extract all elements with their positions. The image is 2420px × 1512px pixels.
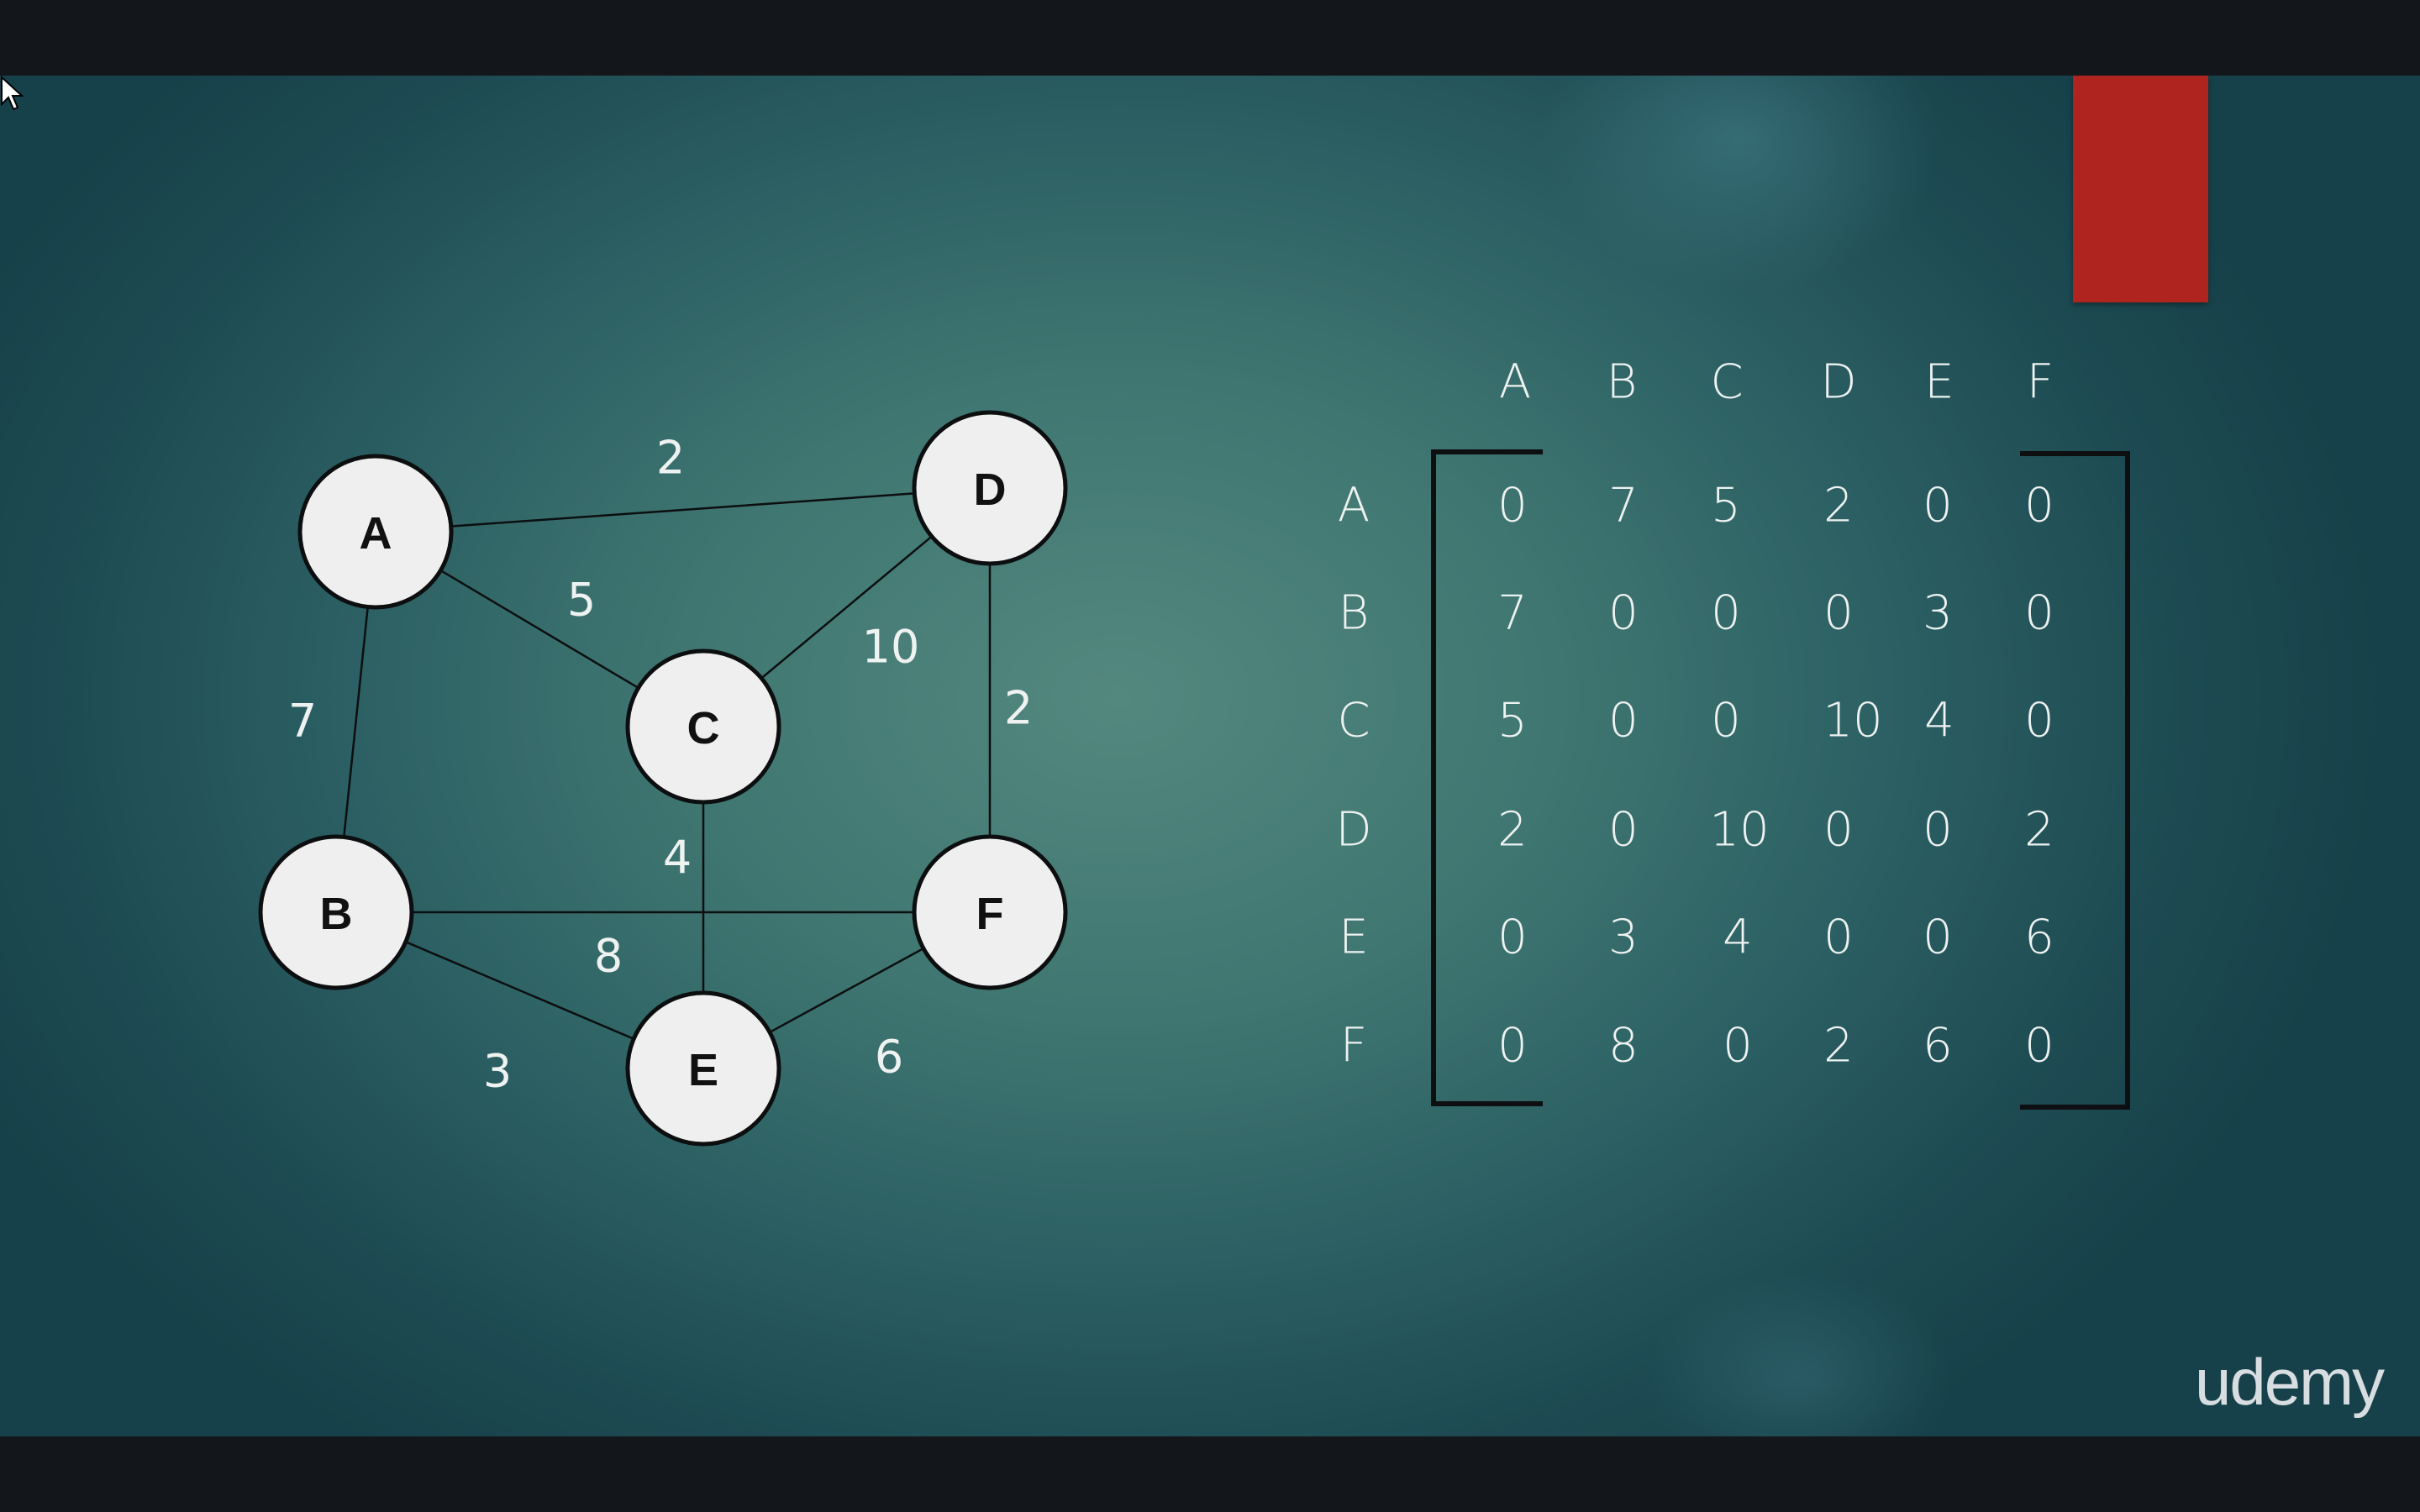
- letterbox-bottom: [0, 1436, 2420, 1512]
- matrix-cell: 2: [2024, 802, 2054, 858]
- matrix-cell: 4: [1924, 693, 1954, 748]
- graph-node-f: F: [912, 834, 1068, 990]
- node-label: B: [320, 889, 353, 939]
- matrix-column-header: C: [1710, 354, 1744, 410]
- matrix-cell: 0: [1823, 910, 1854, 965]
- node-circle: [625, 648, 781, 805]
- node-label: F: [976, 889, 1004, 939]
- matrix-row-header: D: [1335, 802, 1372, 858]
- matrix-cell: 4: [1723, 910, 1753, 965]
- node-circle: [297, 454, 454, 610]
- matrix-column-header: E: [1924, 354, 1954, 410]
- matrix-cell: 0: [1923, 478, 1953, 533]
- matrix-cell: 0: [1608, 585, 1639, 641]
- letterbox-top: [0, 0, 2420, 76]
- matrix-cell: 6: [1923, 1018, 1953, 1074]
- matrix-cell: 0: [1823, 802, 1854, 858]
- matrix-cell: 5: [1711, 478, 1741, 533]
- edge-weight-label: 5: [567, 574, 596, 627]
- edge-weight-label: 7: [288, 695, 317, 748]
- matrix-cell: 3: [1923, 585, 1953, 641]
- matrix-cell: 0: [1723, 1018, 1753, 1074]
- matrix-cell: 0: [1497, 1018, 1528, 1074]
- edge-weight-label: 2: [656, 432, 685, 485]
- weight-layer: 2 5 7 10 2 48 3 6: [288, 432, 1033, 1098]
- node-circle: [258, 834, 414, 990]
- edge-weight-label: 6: [875, 1031, 903, 1084]
- matrix-cell: 7: [1608, 478, 1639, 533]
- edge-weight-label: 10: [862, 621, 920, 674]
- mouse-cursor-icon: [1, 76, 24, 111]
- graph-node-a: A: [297, 454, 454, 610]
- matrix-row-header: F: [1339, 1018, 1368, 1074]
- node-label: A: [360, 508, 392, 559]
- graph-node-b: B: [258, 834, 414, 990]
- matrix-cell: 0: [1608, 802, 1639, 858]
- matrix-row-header: C: [1337, 693, 1370, 748]
- graph-diagram: 2 5 7 10 2 48 3 6 A B C D E F: [258, 410, 1068, 1147]
- matrix-cell: 0: [2024, 585, 2054, 641]
- matrix-column-header: F: [2026, 354, 2054, 410]
- left-bracket: [1431, 449, 1543, 1106]
- matrix-cell: 10: [1823, 693, 1883, 748]
- edge-a-d: [375, 486, 991, 533]
- udemy-logo: udemy: [2195, 1345, 2385, 1419]
- matrix-brackets: [1431, 449, 2130, 1110]
- graph-node-e: E: [625, 990, 781, 1147]
- edge-weight-label: 2: [1004, 682, 1033, 735]
- right-bracket: [2020, 451, 2130, 1110]
- matrix-column-header: A: [1498, 354, 1532, 410]
- matrix-column-header: B: [1606, 354, 1638, 410]
- matrix-cell: 2: [1497, 802, 1528, 858]
- matrix-row-header: E: [1339, 910, 1369, 965]
- accent-block: [2073, 76, 2208, 302]
- matrix-cell: 0: [1497, 478, 1528, 533]
- node-circle: [625, 990, 781, 1147]
- matrix-cell: 0: [1923, 802, 1953, 858]
- node-label: E: [688, 1045, 718, 1095]
- matrix-cell: 0: [2024, 1018, 2054, 1074]
- matrix-cell: 0: [1823, 585, 1854, 641]
- matrix-cell: 0: [1711, 585, 1741, 641]
- matrix-cell: 10: [1709, 802, 1770, 858]
- edge-weight-label: 3: [483, 1045, 512, 1098]
- node-circle: [912, 410, 1068, 566]
- matrix-cell: 5: [1497, 693, 1528, 748]
- edge-weight-label: 4: [663, 832, 692, 885]
- matrix-row-header: B: [1338, 585, 1370, 641]
- node-label: C: [687, 703, 720, 753]
- matrix-cell: 3: [1608, 910, 1639, 965]
- matrix-cell: 7: [1497, 585, 1528, 641]
- graph-node-c: C: [625, 648, 781, 805]
- matrix-row-header: A: [1337, 478, 1370, 533]
- node-circle: [912, 834, 1068, 990]
- matrix-cell: 0: [2024, 693, 2054, 748]
- matrix-cell: 0: [1711, 693, 1741, 748]
- edge-weight-label: 8: [594, 930, 623, 983]
- matrix-column-header: D: [1820, 354, 1857, 410]
- node-label: D: [974, 465, 1007, 515]
- matrix-cell: 0: [2024, 478, 2054, 533]
- node-layer: A B C D E F: [258, 410, 1068, 1147]
- matrix-cell: 0: [1497, 910, 1528, 965]
- matrix-cell: 8: [1608, 1018, 1639, 1074]
- matrix-cell: 6: [2024, 910, 2054, 965]
- matrix-cell: 0: [1608, 693, 1639, 748]
- matrix-cell: 0: [1923, 910, 1953, 965]
- matrix-cell: 2: [1823, 478, 1854, 533]
- graph-node-d: D: [912, 410, 1068, 566]
- matrix-cell: 2: [1823, 1018, 1854, 1074]
